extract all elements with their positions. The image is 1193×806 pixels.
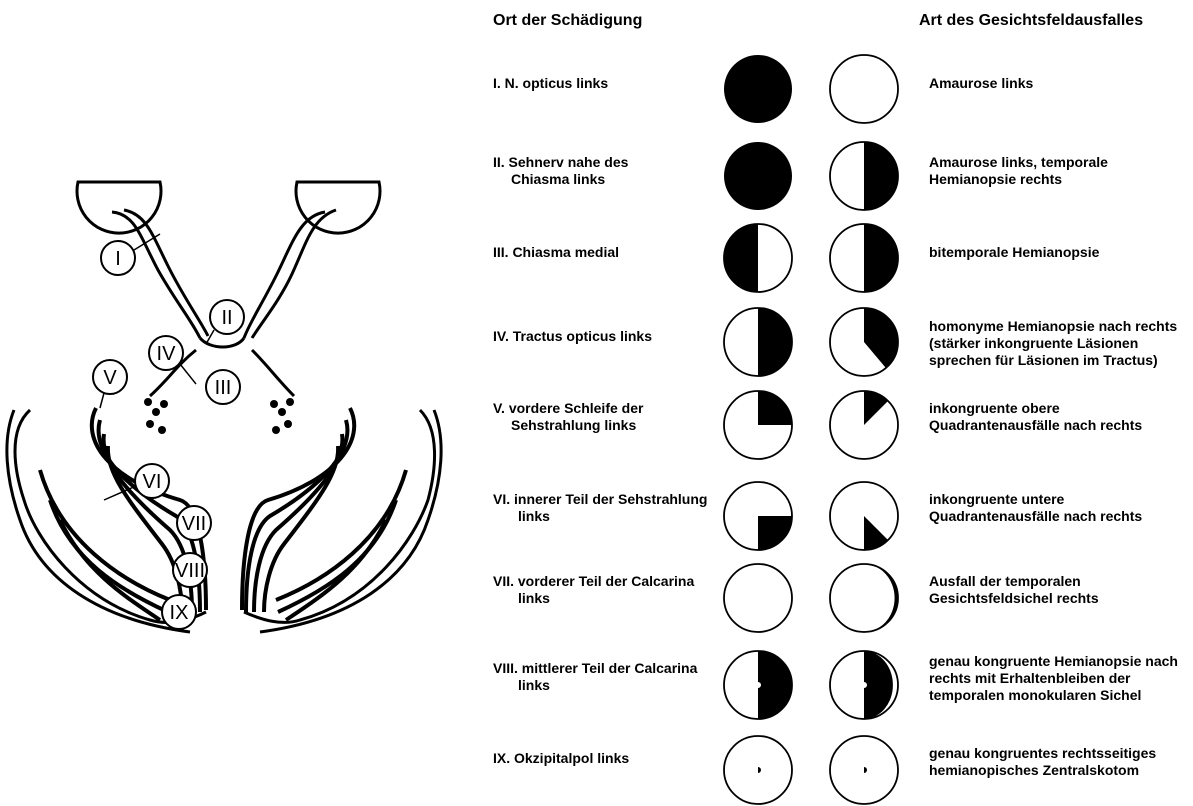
location-line-2: links: [493, 677, 697, 694]
left-eye-field-9: [722, 734, 794, 806]
location-column-header: Ort der Schädigung: [493, 12, 642, 30]
defect-description-3: bitemporale Hemianopsie: [929, 244, 1099, 261]
location-line-1: IV. Tractus opticus links: [493, 328, 652, 345]
location-line-1: I. N. opticus links: [493, 75, 608, 92]
description-line: Quadrantenausfälle nach rechts: [929, 417, 1142, 434]
label-IV: IV: [157, 343, 177, 365]
label-IX: IX: [170, 602, 189, 624]
description-line: Amaurose links: [929, 75, 1033, 92]
description-line: Gesichtsfeldsichel rechts: [929, 590, 1099, 607]
description-line: Quadrantenausfälle nach rechts: [929, 508, 1142, 525]
label-VII: VII: [182, 513, 206, 535]
defect-description-1: Amaurose links: [929, 75, 1033, 92]
right-eye-field-6: [828, 480, 900, 552]
left-optic-nerve: [112, 212, 200, 338]
description-line: homonyme Hemianopsie nach rechts: [929, 318, 1177, 335]
lesion-location-4: IV. Tractus opticus links: [493, 328, 652, 345]
location-line-1: VII. vorderer Teil der Calcarina: [493, 573, 694, 590]
right-eye-field-8: [828, 649, 900, 721]
location-line-1: VI. innerer Teil der Sehstrahlung: [493, 491, 707, 508]
visual-pathway-diagram: I II III IV V VI VII VIII IX: [0, 0, 470, 802]
right-eye-field-1: [828, 53, 900, 125]
location-line-2: links: [493, 590, 694, 607]
lesion-location-3: III. Chiasma medial: [493, 244, 619, 261]
left-eye-field-5: [722, 389, 794, 461]
label-I: I: [115, 248, 121, 270]
location-line-2: Sehstrahlung links: [493, 417, 643, 434]
left-eye-field-1: [722, 53, 794, 125]
right-eye: [296, 182, 380, 233]
description-line: genau kongruentes rechtsseitiges: [929, 745, 1156, 762]
description-line: genau kongruente Hemianopsie nach: [929, 653, 1178, 670]
label-V: V: [103, 367, 117, 389]
location-line-1: III. Chiasma medial: [493, 244, 619, 261]
description-line: Hemianopsie rechts: [929, 171, 1108, 188]
right-eye-field-9: [828, 734, 900, 806]
left-eye-field-2: [722, 140, 794, 212]
right-eye-field-2: [828, 140, 900, 212]
left-eye-field-4: [722, 306, 794, 378]
description-line: Amaurose links, temporale: [929, 154, 1108, 171]
left-eye-field-6: [722, 480, 794, 552]
description-line: temporalen monokularen Sichel: [929, 687, 1178, 704]
description-line: rechts mit Erhaltenbleiben der: [929, 670, 1178, 687]
label-III: III: [215, 377, 232, 399]
left-eye-field-3: [722, 222, 794, 294]
location-line-1: V. vordere Schleife der: [493, 400, 643, 417]
location-line-2: Chiasma links: [493, 171, 628, 188]
right-eye-field-3: [828, 222, 900, 294]
left-eye-field-8: [722, 649, 794, 721]
right-eye-field-5: [828, 389, 900, 461]
location-line-2: links: [493, 508, 707, 525]
description-line: inkongruente untere: [929, 491, 1142, 508]
label-VI: VI: [143, 471, 162, 493]
label-VIII: VIII: [175, 560, 205, 582]
defect-description-4: homonyme Hemianopsie nach rechts(stärker…: [929, 318, 1177, 369]
lesion-location-1: I. N. opticus links: [493, 75, 608, 92]
location-line-1: IX. Okzipitalpol links: [493, 750, 629, 767]
lesion-location-9: IX. Okzipitalpol links: [493, 750, 629, 767]
description-line: Ausfall der temporalen: [929, 573, 1099, 590]
description-line: bitemporale Hemianopsie: [929, 244, 1099, 261]
description-line: (stärker inkongruente Läsionen: [929, 335, 1177, 352]
description-line: inkongruente obere: [929, 400, 1142, 417]
right-eye-field-4: [828, 306, 900, 378]
location-line-1: II. Sehnerv nahe des: [493, 154, 628, 171]
left-eye-field-7: [722, 562, 794, 634]
location-line-1: VIII. mittlerer Teil der Calcarina: [493, 660, 697, 677]
description-line: hemianopisches Zentralskotom: [929, 762, 1156, 779]
label-II: II: [221, 307, 232, 329]
description-line: sprechen für Läsionen im Tractus): [929, 352, 1177, 369]
defect-column-header: Art des Gesichtsfeldausfalles: [919, 12, 1143, 30]
right-eye-field-7: [828, 562, 900, 634]
